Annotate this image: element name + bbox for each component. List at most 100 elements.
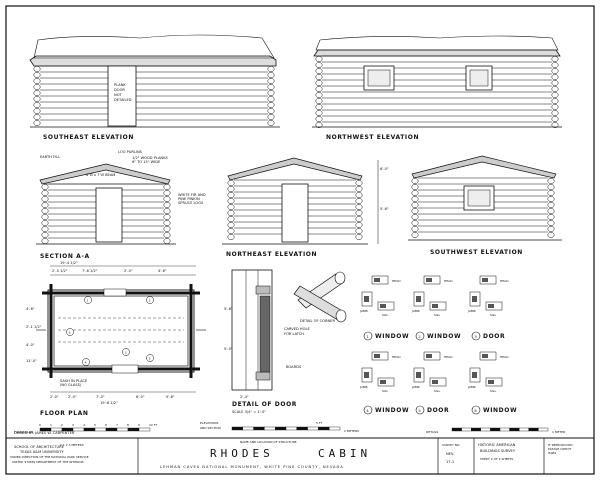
se-log-end xyxy=(267,108,275,114)
det-scale-seg xyxy=(538,427,549,432)
habs-line-2: BUILDINGS SURVEY xyxy=(480,449,516,453)
nw-window-right-sash xyxy=(469,69,489,87)
section-log-end xyxy=(41,184,49,190)
opening-label: WINDOW xyxy=(375,407,409,414)
nw-log-end xyxy=(551,104,559,110)
opening-number: 5 xyxy=(418,409,420,413)
survey-no-label: SURVEY NO. xyxy=(442,443,460,447)
habs-line-1: HISTORIC AMERICAN xyxy=(478,443,516,447)
corner-detail: DETAIL OF CORNER xyxy=(293,271,347,323)
ne-log-end xyxy=(355,198,363,204)
opening-number-circle xyxy=(363,405,373,415)
ne-log-end xyxy=(227,216,235,222)
plan-tag-number: 1 xyxy=(87,298,89,302)
section-log-end xyxy=(41,196,49,202)
opening-sill-section xyxy=(432,380,438,384)
sw-log-courses xyxy=(411,177,555,238)
nw-log-end xyxy=(551,68,559,74)
se-log-end xyxy=(33,66,41,72)
corner-log-end-2 xyxy=(335,309,347,323)
plan-scale-num: 5 xyxy=(94,423,96,427)
plank-door-note-1: PLANK xyxy=(114,83,126,87)
opening-number: 3 xyxy=(474,335,476,339)
nw-log-end xyxy=(551,122,559,128)
sw-log-end xyxy=(547,208,555,214)
section-log-end xyxy=(163,232,171,238)
log-purlins-note: LOG PURLINS xyxy=(118,150,143,154)
opening-sill-label: SILL xyxy=(434,389,440,393)
plan-scale-num: 1 xyxy=(50,423,52,427)
nw-log-courses xyxy=(315,55,559,128)
sw-log-end xyxy=(547,226,555,232)
section-log-end xyxy=(163,214,171,220)
plan-side-dim-4: 11'-0" xyxy=(26,359,37,363)
section-log-end xyxy=(163,208,171,214)
opening-sill-label: SILL xyxy=(382,313,388,317)
opening-number: 1 xyxy=(366,335,368,339)
ne-log-end xyxy=(227,186,235,192)
nw-log-end xyxy=(315,92,323,98)
opening-head-label: HEAD xyxy=(444,355,453,359)
drawn-by: DRAWN BY: JAMES W. CARPENTER xyxy=(14,431,75,435)
title-cabin: CABIN xyxy=(318,447,371,460)
opening-sill-section xyxy=(432,304,438,308)
section-log-end xyxy=(41,238,49,244)
plan-dim-bottom-2: 2'-0" xyxy=(68,395,77,399)
sw-log-end xyxy=(411,184,419,190)
plan-tag-circle xyxy=(66,328,74,336)
opening-sill-section xyxy=(380,380,386,384)
mini-box-1: IF REPRODUCED, xyxy=(548,443,574,447)
fir-logs-note-2: PINE PINION xyxy=(178,197,200,201)
plan-dim-bottom-5: 5'-8" xyxy=(166,395,175,399)
title-block: SCHOOL OF ARCHITECTURE TEXAS A&M UNIVERS… xyxy=(6,431,594,474)
opening-sill-label: SILL xyxy=(490,389,496,393)
sw-log-end xyxy=(547,220,555,226)
sw-log-end xyxy=(547,178,555,184)
opening-jamb-section xyxy=(416,296,421,302)
plan-tag-number: 6 xyxy=(69,330,71,334)
corner-log-end-1 xyxy=(334,271,346,285)
ne-log-end xyxy=(227,234,235,240)
elev-scale-seg xyxy=(231,426,244,431)
plan-tag-circle xyxy=(146,354,154,362)
details-scale-meter: 1 METER xyxy=(552,430,565,434)
ne-log-end xyxy=(227,204,235,210)
door-detail-scale: SCALE 3/4" = 1'-0" xyxy=(232,410,266,414)
northeast-elevation: 6'-0" 5'-6" NORTHEAST ELEVATION xyxy=(222,157,389,258)
plan-scale-num: 8 xyxy=(127,423,129,427)
elev-scale-seg xyxy=(329,426,341,431)
opening-jamb-label: JAMB xyxy=(411,309,420,313)
nw-log-end xyxy=(551,98,559,104)
nw-log-end xyxy=(315,86,323,92)
elev-scale-seg xyxy=(275,426,287,431)
northwest-elevation: NORTHWEST ELEVATION xyxy=(312,35,562,141)
section-log-end xyxy=(163,220,171,226)
opening-number: 6 xyxy=(474,409,477,413)
det-scale-seg xyxy=(490,427,501,432)
plank-door-note-3: NOT xyxy=(114,93,123,97)
nw-log-end xyxy=(315,110,323,116)
opening-number-circle xyxy=(363,331,373,341)
title-header-small: NAME AND LOCATION OF STRUCTURE xyxy=(240,440,297,444)
school-line-3: UNDER DIRECTION OF THE NATIONAL PARK SER… xyxy=(10,455,89,459)
sw-window-sash xyxy=(467,189,491,207)
section-log-end xyxy=(163,190,171,196)
ne-log-end xyxy=(355,180,363,186)
plank-door-note-2: DOOR xyxy=(114,88,125,92)
plan-scale-num: 3 xyxy=(72,423,74,427)
plan-scale-seg xyxy=(105,427,118,432)
det-scale-seg xyxy=(499,427,510,432)
opening-jamb-section xyxy=(364,372,369,378)
opening-number-circle xyxy=(415,331,425,341)
plan-tag-circle xyxy=(84,296,92,304)
plan-scale-num: 6 xyxy=(105,423,107,427)
plank-door-note-4: DETAILED xyxy=(114,98,132,102)
opening-label: WINDOW xyxy=(427,333,461,340)
details-scale-bar: DETAILS 1 METER xyxy=(426,427,565,434)
title-rhodes: RHODES xyxy=(210,447,274,460)
southeast-elevation-label: SOUTHEAST ELEVATION xyxy=(43,134,134,141)
se-door xyxy=(107,65,137,127)
section-log-end xyxy=(41,202,49,208)
door-detail: 5'-6" 5'-0" 2'-4" CARVED HOLE FOR LATCH … xyxy=(224,269,310,414)
door-dim-3: 2'-4" xyxy=(240,395,249,399)
